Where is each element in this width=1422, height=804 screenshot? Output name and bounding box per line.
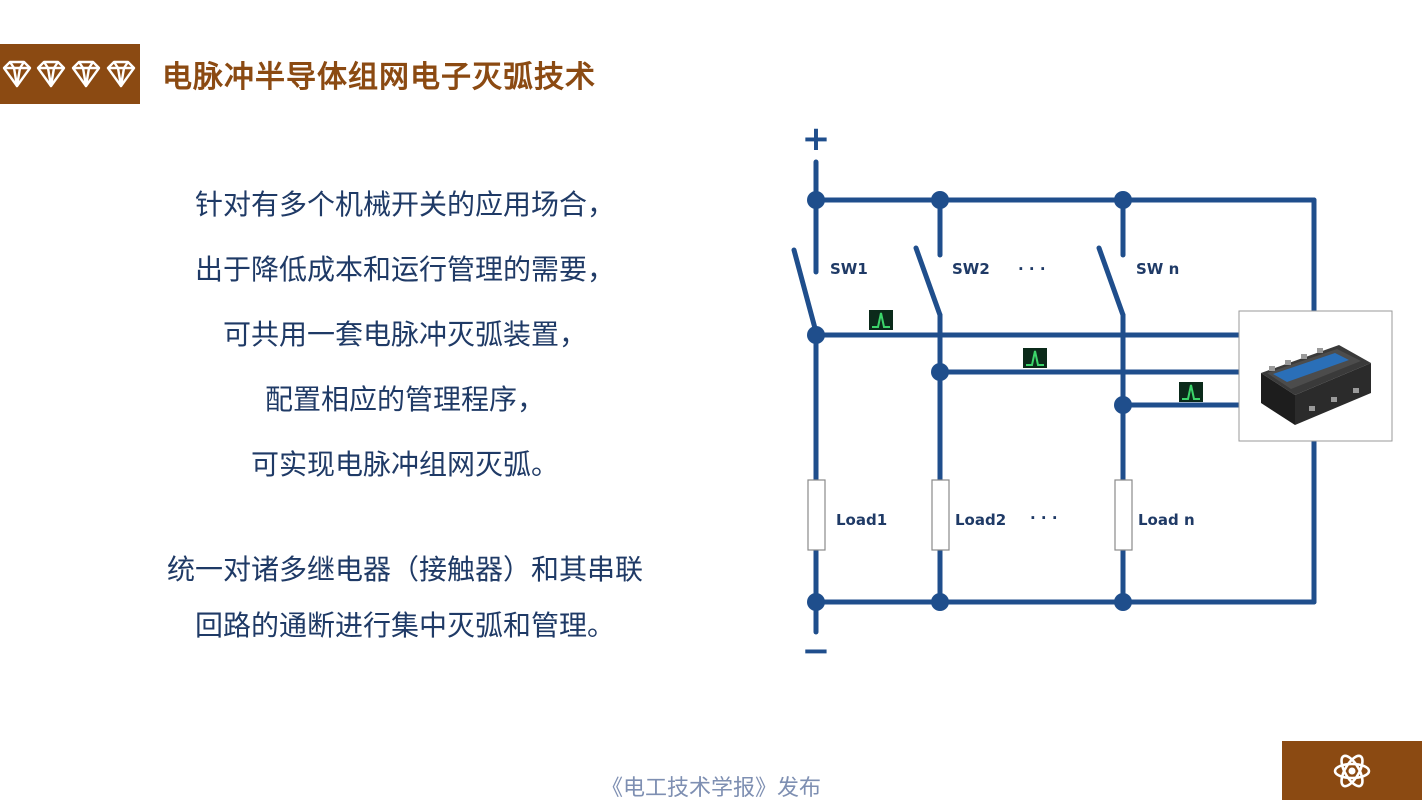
arc-signal-icon	[1023, 348, 1047, 368]
switch-label: SW1	[830, 260, 868, 278]
body-line: 配置相应的管理程序，	[264, 383, 545, 416]
loads	[807, 479, 1133, 551]
diamond-icon	[36, 60, 66, 88]
load-resistor	[931, 479, 950, 551]
arc-device	[1238, 310, 1393, 442]
minus-terminal: −	[802, 631, 831, 671]
ellipsis: · · ·	[1018, 260, 1046, 278]
switch-blade	[1096, 245, 1126, 318]
publisher-footer: 《电工技术学报》发布	[600, 776, 821, 801]
body-line: 出于降低成本和运行管理的需要，	[194, 253, 615, 286]
load-label: Load n	[1138, 511, 1195, 529]
switch-blade	[913, 245, 943, 318]
body-line: 可实现电脉冲组网灭弧。	[250, 448, 559, 481]
body-text: 针对有多个机械开关的应用场合， 出于降低成本和运行管理的需要， 可共用一套电脉冲…	[100, 172, 710, 654]
corner-badge	[1282, 741, 1422, 800]
paragraph-gap	[100, 497, 710, 542]
load-resistor	[807, 479, 826, 551]
switch-label: SW n	[1136, 260, 1179, 278]
switch-blade	[791, 247, 819, 335]
plus-terminal: +	[802, 120, 831, 159]
arc-signal-icon	[869, 310, 893, 330]
load-label: Load2	[955, 511, 1006, 529]
title-accent-bar	[0, 44, 140, 104]
diamond-icon	[2, 60, 32, 88]
circuit-diagram: + − SW1 SW2 SW n · · · Load1 Load2 Load …	[791, 120, 1393, 671]
switch-label: SW2	[952, 260, 990, 278]
slide-title: 电脉冲半导体组网电子灭弧技术	[162, 60, 596, 95]
body-line: 统一对诸多继电器（接触器）和其串联	[166, 553, 643, 586]
ellipsis: · · ·	[1030, 509, 1058, 527]
junction-dots	[807, 191, 1132, 611]
arc-signal-icon	[1179, 382, 1203, 402]
body-line: 针对有多个机械开关的应用场合，	[194, 188, 615, 221]
body-line: 回路的通断进行集中灭弧和管理。	[194, 609, 615, 642]
load-resistor	[1114, 479, 1133, 551]
body-line: 可共用一套电脉冲灭弧装置，	[222, 318, 587, 351]
atom-icon	[1333, 754, 1371, 788]
load-label: Load1	[836, 511, 887, 529]
diamond-icons	[2, 60, 136, 88]
diamond-icon	[106, 60, 136, 88]
diamond-icon	[71, 60, 101, 88]
